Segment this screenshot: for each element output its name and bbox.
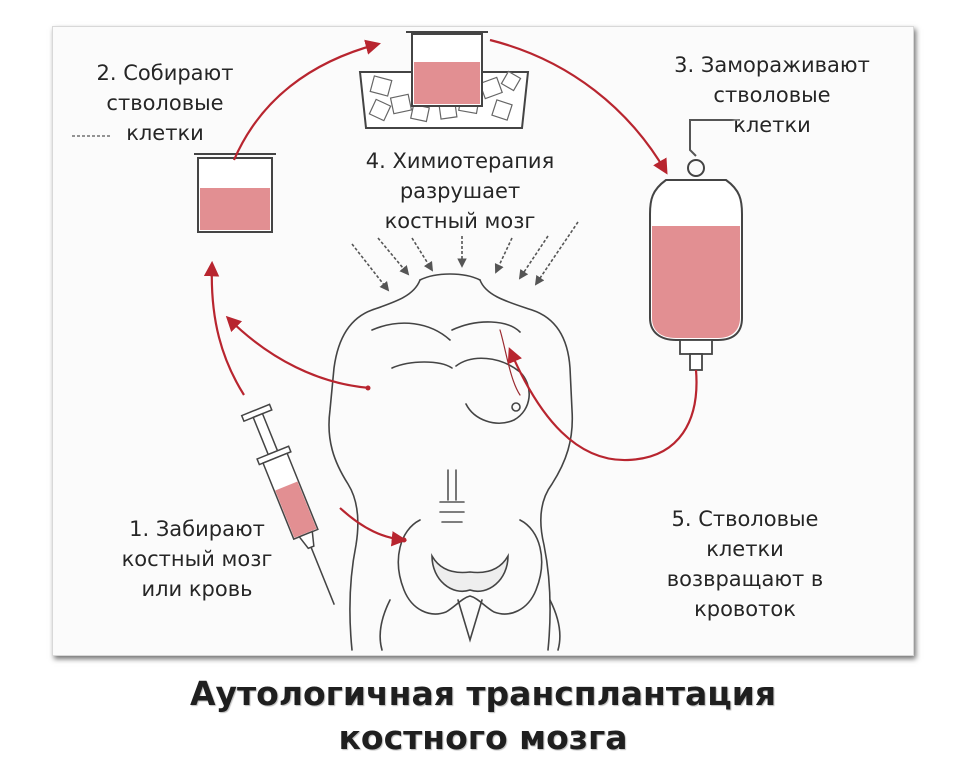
step-1-label: 1. Забирают костный мозг или кровь [92,514,302,604]
step-3-line-1: 3. Замораживают [674,53,870,77]
step-3-label: 3. Замораживают стволовые клетки [632,50,912,140]
arrow-pelvis-to-syringe [339,507,408,547]
step-4-line-3: костный мозг [384,209,536,233]
step-1-line-2: костный мозг [121,547,273,571]
beaker-icon [194,153,276,233]
arrow-freeze-to-bag [489,38,668,175]
step-1-line-1: 1. Забирают [129,517,265,541]
step-3-line-3: клетки [733,113,811,137]
step-2-label: 2. Собирают стволовые клетки [60,58,270,148]
step-4-label: 4. Химиотерапия разрушает костный мозг [330,146,590,236]
step-5-line-3: возвращают в [666,567,824,591]
page-title: Аутологичная трансплантация костного моз… [0,672,966,760]
arrow-syringe-to-beaker [203,260,245,396]
arrow-body-to-beaker [225,315,371,390]
step-5-line-4: кровоток [694,597,796,621]
human-torso-icon [328,273,574,651]
title-line-2: костного мозга [338,718,628,757]
step-2-line-3: клетки [126,121,204,145]
step-5-line-1: 5. Стволовые [671,507,819,531]
step-4-line-1: 4. Химиотерапия [365,149,555,173]
chemo-arrows [351,221,579,292]
arrow-bag-to-body [507,347,698,462]
flow-arrows [203,38,698,547]
step-2-line-1: 2. Собирают [96,61,234,85]
step-5-label: 5. Стволовые клетки возвращают в кровото… [630,504,860,624]
arrow-beaker-to-freeze [232,39,381,161]
step-1-line-3: или кровь [141,577,253,601]
step-3-line-2: стволовые [713,83,831,107]
title-line-1: Аутологичная трансплантация [189,674,777,713]
ice-bucket-icon [358,31,530,129]
step-4-line-2: разрушает [399,179,521,203]
step-5-line-2: клетки [706,537,784,561]
step-2-line-2: стволовые [106,91,224,115]
diagram-panel [52,26,914,656]
iv-bag-icon [649,119,743,371]
syringe-icon [240,403,335,605]
